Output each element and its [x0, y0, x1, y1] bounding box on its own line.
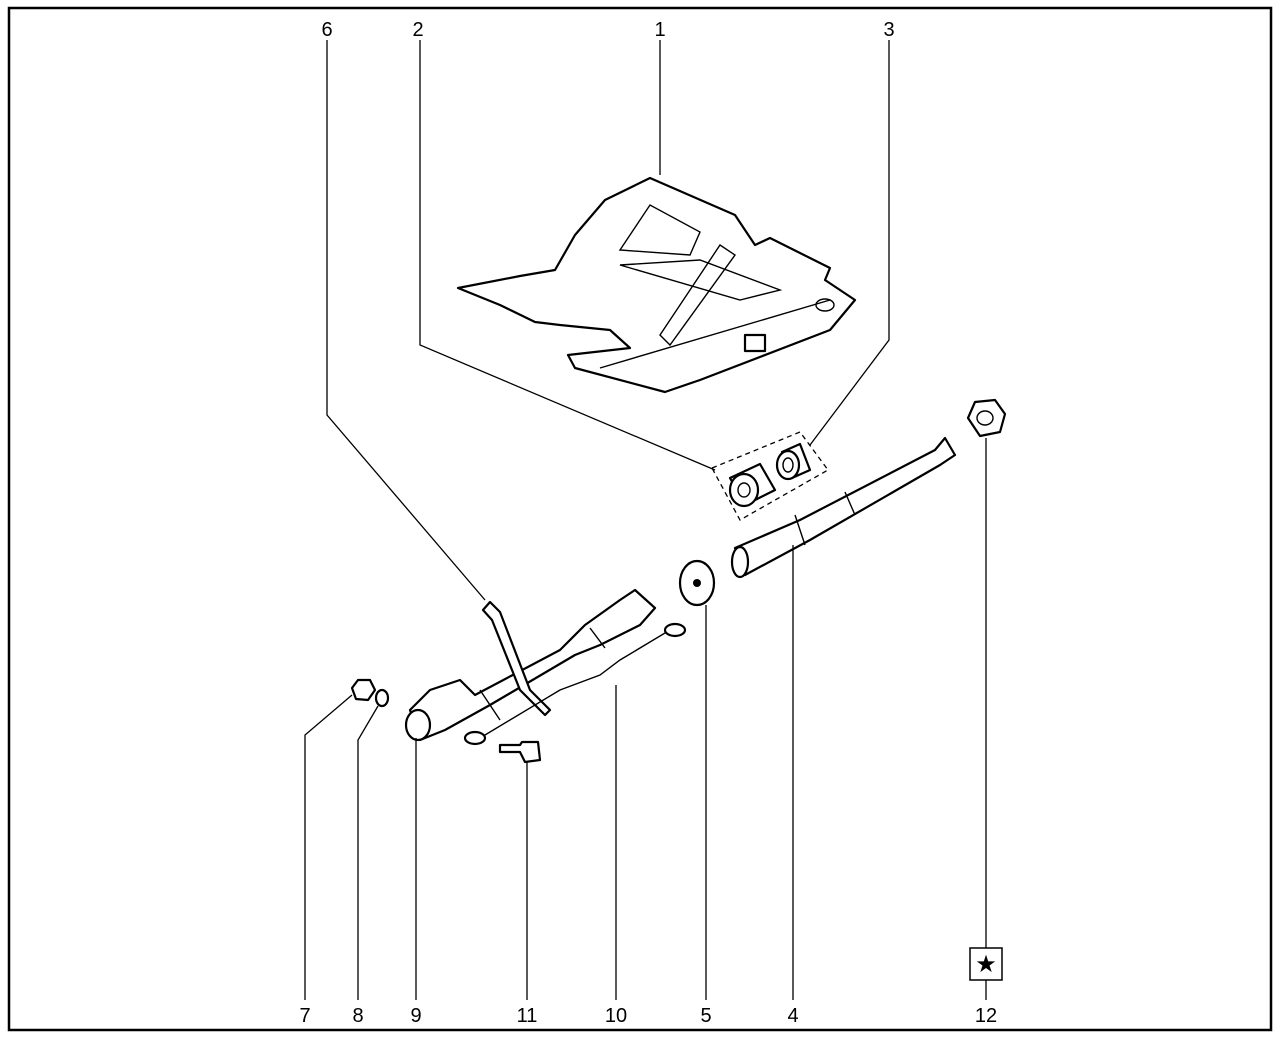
star-symbol-box — [969, 947, 1003, 981]
part-10-earth-strap — [463, 622, 687, 746]
frame-border — [7, 6, 1273, 1032]
star-icon: ★ — [975, 951, 997, 978]
callout-8: 8 — [352, 1005, 363, 1027]
callout-12: 12 — [975, 1005, 997, 1027]
part-1-bracket — [456, 176, 857, 394]
part-8-washer — [374, 688, 390, 708]
callout-9: 9 — [410, 1005, 421, 1027]
part-4-shaft — [730, 436, 957, 579]
callout-2: 2 — [412, 19, 423, 41]
callout-10: 10 — [605, 1005, 627, 1027]
part-12-nut — [966, 398, 1007, 438]
part-9-intermediate-shaft — [404, 588, 657, 742]
leader-lines — [304, 40, 987, 1000]
part-7-nut — [350, 678, 377, 702]
part-6-cable-tie — [481, 600, 552, 717]
callout-3: 3 — [883, 19, 894, 41]
part-5-disc — [678, 559, 716, 607]
callout-4: 4 — [787, 1005, 798, 1027]
callout-1: 1 — [654, 19, 665, 41]
callout-6: 6 — [321, 19, 332, 41]
callout-11: 11 — [517, 1005, 538, 1027]
callout-7: 7 — [299, 1005, 310, 1027]
callout-5: 5 — [700, 1005, 711, 1027]
part-11-bolt — [498, 740, 542, 764]
part-2-3-bushings — [711, 431, 829, 521]
